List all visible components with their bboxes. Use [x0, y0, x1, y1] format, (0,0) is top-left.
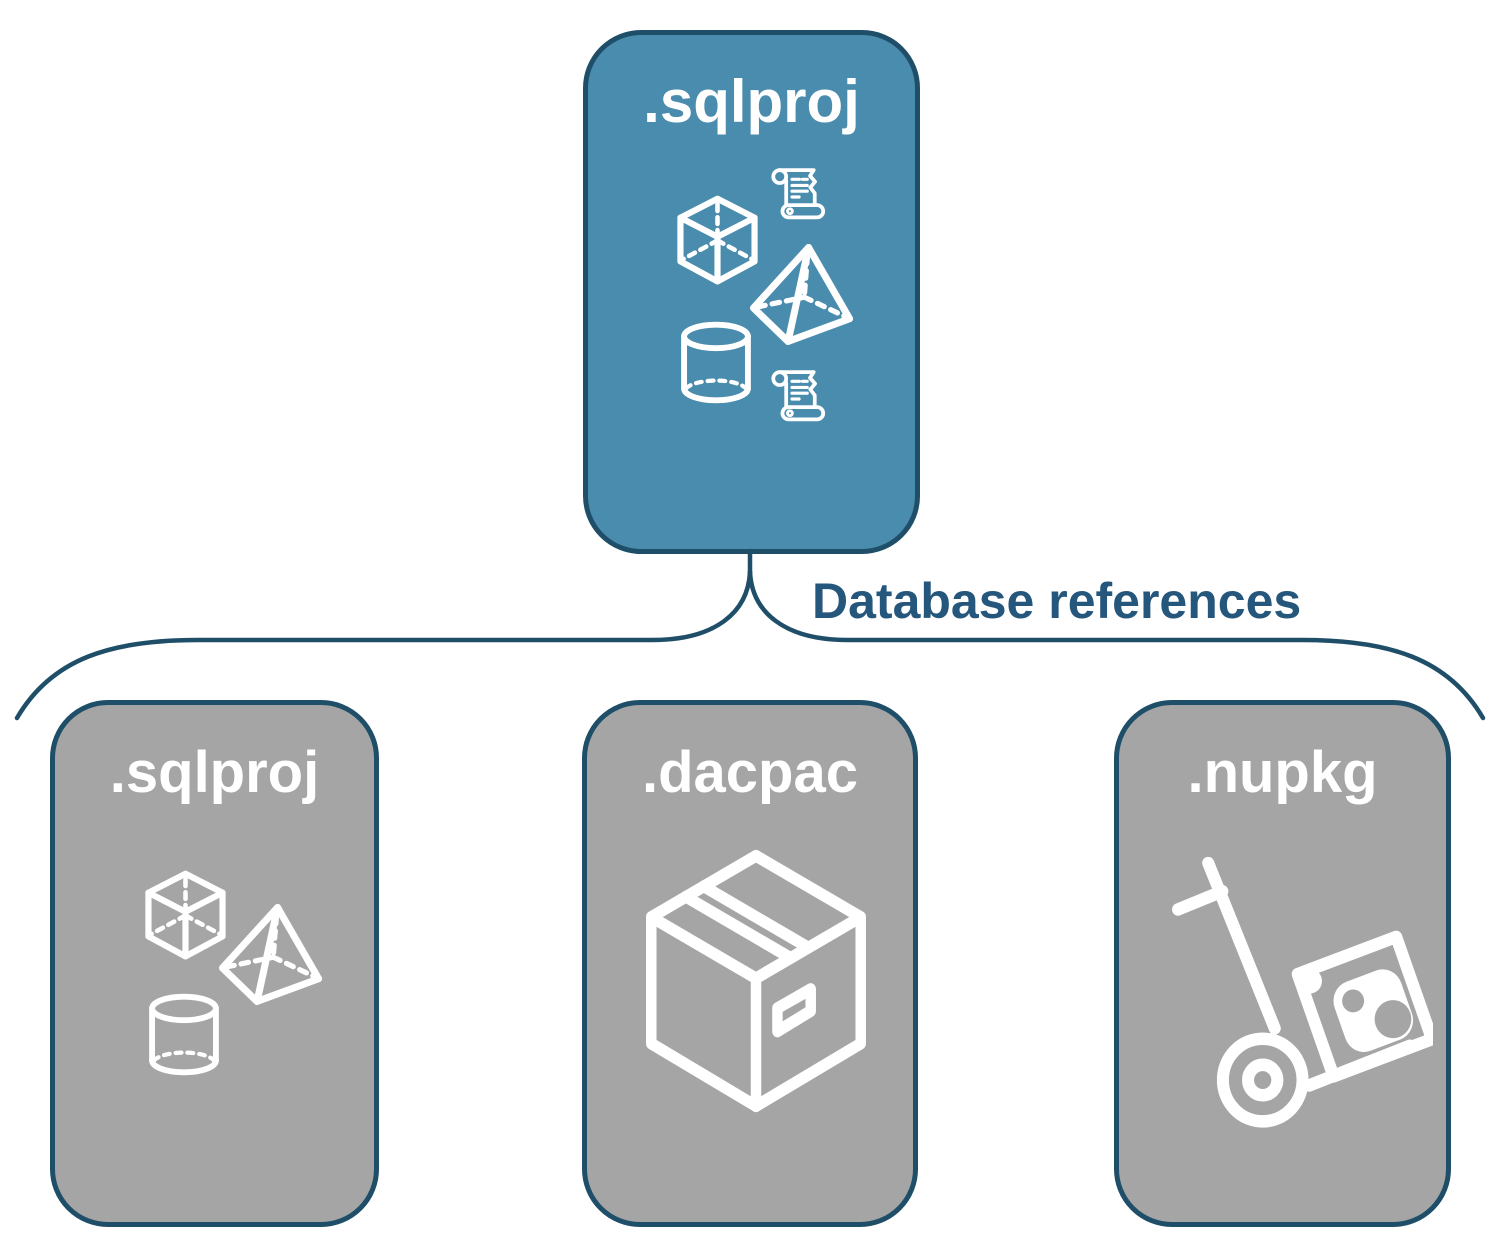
- cylinder-icon: [142, 985, 226, 1079]
- child-node-label: .dacpac: [642, 740, 858, 805]
- child-node-label: .nupkg: [1187, 740, 1378, 805]
- nuget-handtruck-icon: [1171, 857, 1433, 1129]
- connector-label: Database references: [812, 573, 1302, 629]
- pyramid-icon: [744, 241, 858, 349]
- parent-node-label: .sqlproj: [643, 68, 860, 135]
- scroll-icon: [771, 370, 826, 422]
- node-child-nupkg: .nupkg: [1114, 700, 1451, 1227]
- child-node-label: .sqlproj: [109, 740, 320, 805]
- pyramid-icon: [213, 901, 327, 1009]
- node-parent-sqlproj: .sqlproj: [583, 30, 920, 554]
- node-child-dacpac: .dacpac: [582, 700, 918, 1227]
- scroll-icon: [771, 168, 826, 220]
- cylinder-icon: [674, 313, 758, 407]
- package-box-icon: [637, 845, 875, 1117]
- node-child-sqlproj: .sqlproj: [50, 700, 379, 1227]
